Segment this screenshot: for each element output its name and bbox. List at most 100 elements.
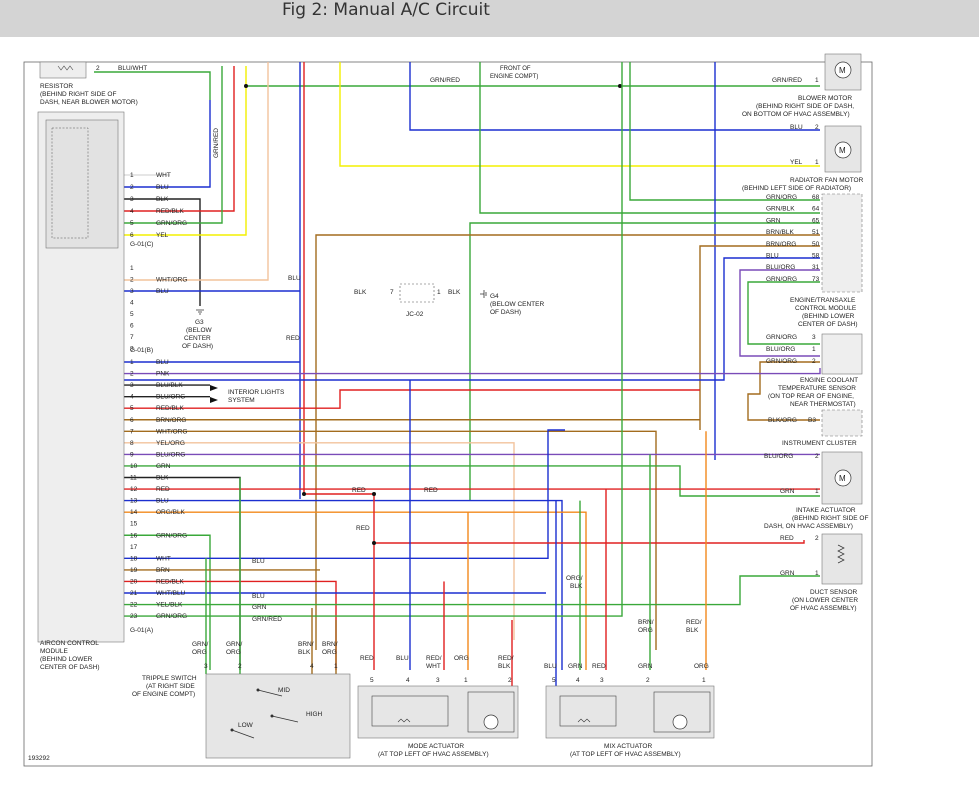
- pin-label: 6: [130, 232, 134, 239]
- wire-a5: [124, 389, 700, 409]
- wire-a13-blu: [124, 499, 563, 670]
- wire-label: BLU/ORG: [766, 346, 795, 353]
- wire-label: ORG/BLK: [566, 575, 583, 590]
- ecm-box: [821, 193, 863, 293]
- pin-label: 3: [130, 288, 134, 295]
- wire-label: WHT: [156, 172, 171, 179]
- pin-label: 18: [130, 555, 138, 562]
- splice-dot: [618, 84, 622, 88]
- triple-switch-box: [205, 673, 351, 759]
- wire-label: 1: [437, 289, 441, 296]
- wire-label: 2: [96, 65, 100, 72]
- wire-label: BRN/ORG: [156, 417, 186, 424]
- intake-actuator-box: M: [821, 451, 863, 505]
- diagram-frame: [23, 61, 873, 767]
- pin-label: 4: [130, 394, 134, 401]
- pin-label: 7: [130, 334, 134, 341]
- wire-label: 2: [815, 535, 819, 542]
- pin-label: 31: [812, 264, 820, 271]
- pin-label: 3: [130, 196, 134, 203]
- wire-label: BLK/ORG: [768, 417, 797, 424]
- radiator-fan-box: M: [824, 125, 862, 173]
- wire-label: RED: [356, 525, 370, 532]
- wire-label: GRN/ORG: [156, 220, 187, 227]
- wire-label: YEL/BLK: [156, 602, 183, 609]
- splice-dot: [244, 84, 248, 88]
- pin-label: 11: [130, 475, 137, 482]
- wire-label: ORG: [454, 655, 469, 662]
- mix-actuator-box: [545, 685, 715, 739]
- pin-label: 51: [812, 229, 820, 236]
- pin-label: 15: [130, 521, 138, 528]
- wire-label: RED/: [426, 655, 442, 662]
- wire-a8-yelorg: [124, 442, 515, 640]
- ground-g4-icon: [480, 290, 487, 298]
- wire-label: BLU: [396, 655, 409, 662]
- wire-a10-grn: [124, 465, 820, 497]
- wire-ecm58-blu: [124, 257, 820, 381]
- pin-label: 73: [812, 276, 820, 283]
- wire-label: ORG: [192, 649, 207, 656]
- wire-label: RED/BLK: [686, 619, 702, 634]
- wire-label: PNK: [156, 371, 170, 378]
- pin-label: 2: [130, 184, 134, 191]
- wire-label: BLU: [544, 663, 557, 670]
- pin-label: 2: [508, 677, 512, 684]
- wire-label: GRN/RED: [430, 77, 460, 84]
- wire-label: B3: [808, 417, 816, 424]
- instrument-cluster-box: [821, 409, 863, 437]
- radiator-fan-label: RADIATOR FAN MOTOR(BEHIND LEFT SIDE OF R…: [742, 177, 864, 192]
- wire-ecm65-grn: [479, 62, 820, 214]
- page-title: Fig 2: Manual A/C Circuit: [282, 0, 490, 20]
- wire-label: YEL/ORG: [156, 440, 185, 447]
- wire-label: GRN: [780, 570, 795, 577]
- pin-label: 22: [130, 602, 138, 609]
- wire-label: GRN/ORG: [766, 334, 797, 341]
- wire-a23-grnred: [124, 62, 623, 617]
- pin-label: 58: [812, 253, 820, 260]
- wire-label: BLU/ORG: [156, 394, 185, 401]
- pin-label: 8: [130, 346, 134, 353]
- wire-label: RED/BLK: [156, 578, 184, 585]
- pin-label: 2: [238, 663, 242, 670]
- wire-label: BLU: [766, 253, 779, 260]
- switch-high-label: HIGH: [306, 711, 323, 718]
- wire-label: GRN: [780, 488, 795, 495]
- wire-label: BLU: [252, 558, 265, 565]
- wire-label: BLU/BLK: [156, 382, 183, 389]
- pin-label: 2: [646, 677, 650, 684]
- wire-ect2: [747, 361, 820, 421]
- wire-label: GRN/ORG: [156, 532, 187, 539]
- wire-label: RED: [360, 655, 374, 662]
- switch-low-label: LOW: [238, 722, 254, 729]
- pin-label: 3: [600, 677, 604, 684]
- pin-label: 1: [812, 346, 816, 353]
- wire-label: BLU/ORG: [766, 264, 795, 271]
- wire-label: WHT/ORG: [156, 277, 187, 284]
- wire-label: RED/BLK: [156, 208, 184, 215]
- wire-label: GRN/RED: [772, 77, 802, 84]
- wire-label: BLU/ORG: [764, 453, 793, 460]
- wire-label: YEL: [790, 159, 803, 166]
- figure-id: 193292: [28, 755, 50, 762]
- duct-sensor-box: [821, 533, 863, 585]
- pin-label: 23: [130, 613, 138, 620]
- wire-label: BLK: [298, 649, 311, 656]
- wire-label: RED: [780, 535, 794, 542]
- pin-label: 14: [130, 509, 138, 516]
- pin-label: 3: [130, 382, 134, 389]
- connector-c-label: G-01(C): [130, 241, 153, 248]
- wire-label: RED/: [498, 655, 514, 662]
- pin-label: 3: [204, 663, 208, 670]
- wire-label: BRN/: [298, 641, 314, 648]
- pin-label: 4: [130, 300, 134, 307]
- pin-label: 21: [130, 590, 138, 597]
- wire-label: GRN/ORG: [156, 613, 187, 620]
- wire-label: BRN/ORG: [638, 619, 654, 634]
- pin-label: 5: [130, 405, 134, 412]
- pin-label: 4: [130, 208, 134, 215]
- pin-label: 8: [130, 440, 134, 447]
